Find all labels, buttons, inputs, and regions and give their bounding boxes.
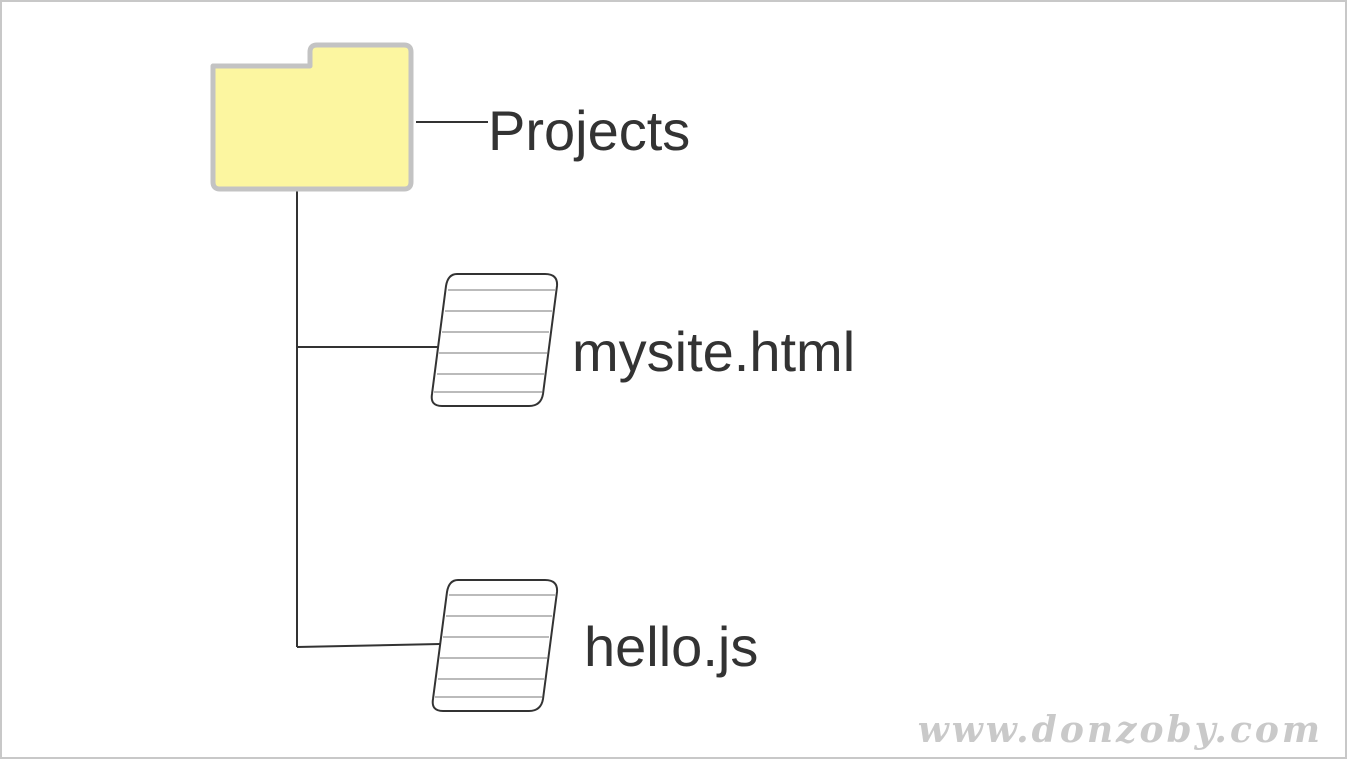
file-lines	[434, 289, 555, 393]
file-label-mysite-html[interactable]: mysite.html	[572, 320, 856, 383]
folder-label-projects[interactable]: Projects	[488, 99, 691, 162]
tree-connectors	[296, 121, 488, 648]
file-lines	[435, 594, 555, 698]
connector-hello	[296, 643, 441, 648]
file-icon[interactable]	[431, 579, 559, 712]
folder-icon[interactable]	[210, 42, 414, 192]
file-icon[interactable]	[430, 273, 559, 407]
file-label-hello-js[interactable]: hello.js	[584, 615, 759, 678]
watermark: www.donzoby.com	[917, 709, 1323, 751]
